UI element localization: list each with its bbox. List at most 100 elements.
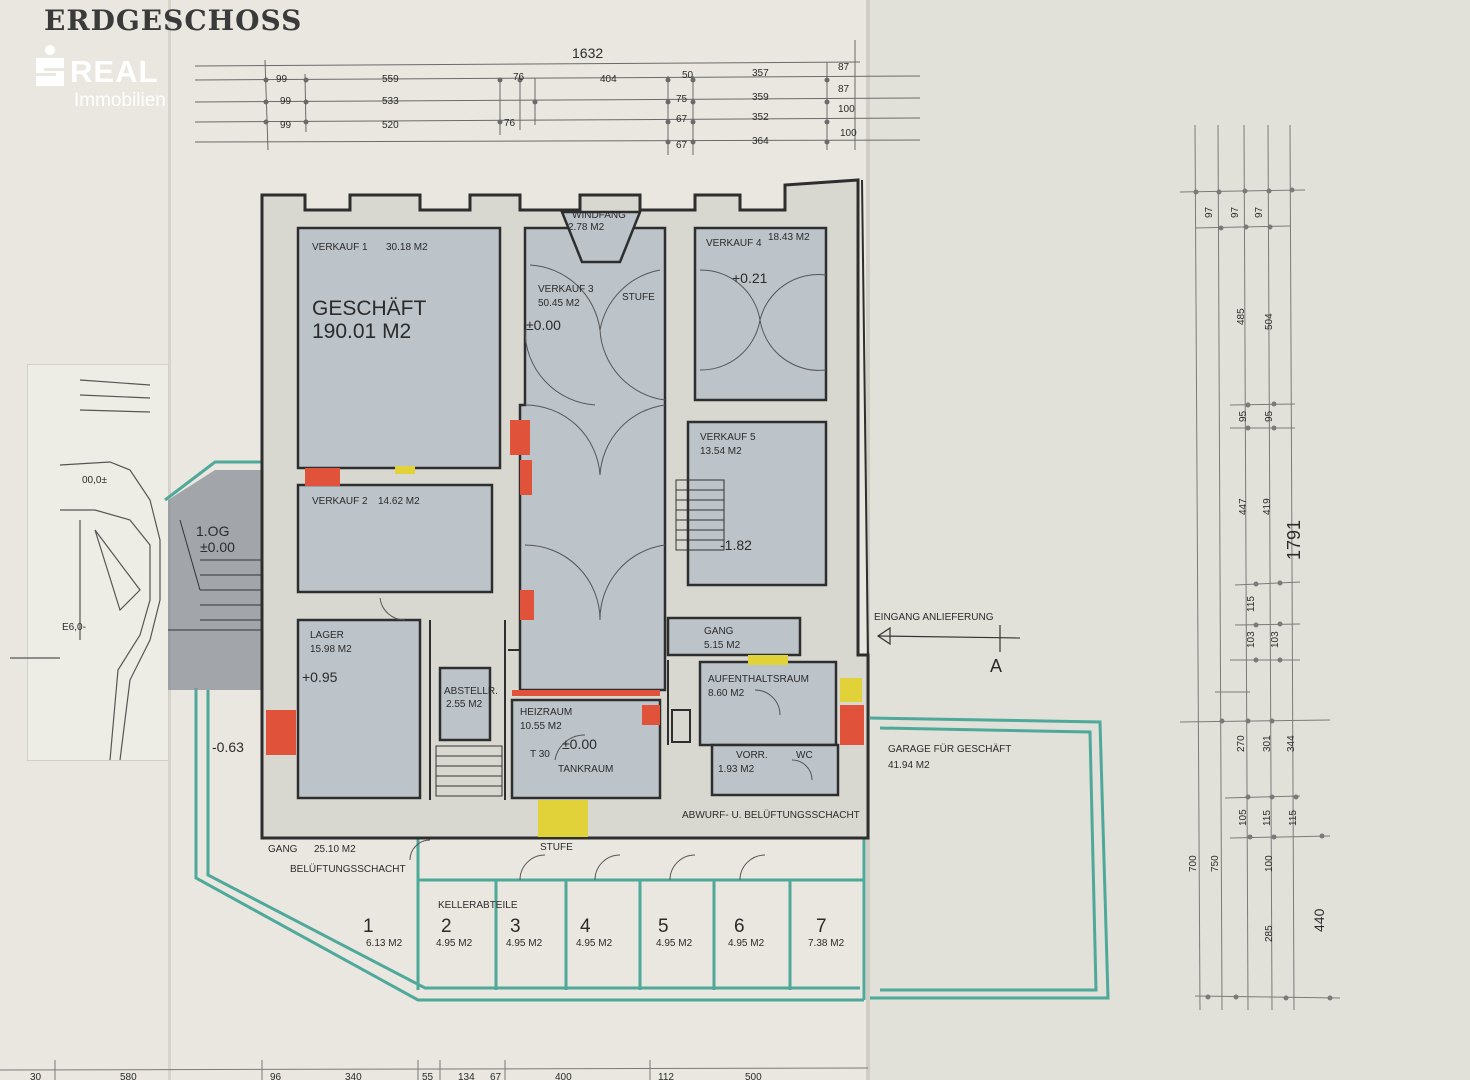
label-verkauf4-area: 18.43 M2	[768, 232, 810, 243]
teal-outline	[164, 460, 1110, 1002]
room-verkauf5	[686, 420, 828, 587]
label-vorr: VORR.	[736, 750, 768, 761]
keller-2-no: 2	[441, 916, 452, 937]
dim-r4-b: 364	[752, 136, 769, 147]
label-tankraum: TANKRAUM	[558, 764, 613, 775]
top-dimension-dots	[263, 77, 830, 145]
dim-right-20: 100	[1264, 855, 1275, 872]
dim-bottom-5: 134	[458, 1072, 475, 1080]
dim-right-7: 447	[1238, 498, 1249, 515]
label-windfang: WINDFANG	[572, 210, 626, 221]
label-lager-level: +0.95	[302, 669, 338, 685]
dim-r2-a: 99	[280, 96, 292, 107]
label-verkauf3-level: ±0.00	[526, 317, 561, 333]
label-gang-bottom: GANG	[268, 844, 298, 855]
label-lueftung-left: BELÜFTUNGSSCHACHT	[290, 863, 406, 875]
dim-r3-b: 520	[382, 120, 399, 131]
dim-right-12: 270	[1236, 735, 1247, 752]
label-abstell: ABSTELLR.	[444, 686, 498, 697]
dim-right-19: 700	[1188, 855, 1199, 872]
label-verkauf5: VERKAUF 5	[700, 432, 756, 443]
stair-hall-shaded	[168, 470, 264, 690]
dim-total-width: 1632	[572, 45, 603, 61]
label-garage: GARAGE FÜR GESCHÄFT	[888, 743, 1011, 755]
dim-r3-c: 76	[504, 118, 516, 129]
label-abstell-area: 2.55 M2	[446, 699, 483, 710]
tracing-level-bottom: E6,0-	[62, 622, 86, 633]
dim-right-13: 301	[1262, 735, 1273, 752]
room-lager	[296, 618, 422, 800]
label-kellerabteile: KELLERABTEILE	[438, 900, 518, 911]
label-stufe-top: STUFE	[622, 292, 655, 303]
dim-right-3: 485	[1236, 308, 1247, 325]
label-lueftung-right: ABWURF- U. BELÜFTUNGSSCHACHT	[682, 809, 860, 821]
tracing-staircase	[10, 379, 161, 761]
label-geschaeft-area: 190.01 M2	[312, 320, 411, 343]
label-verkauf2-area: 14.62 M2	[378, 496, 420, 507]
dim-bottom-1: 580	[120, 1072, 137, 1080]
label-section-a: A	[990, 656, 1002, 676]
label-t30: T 30	[530, 749, 550, 760]
label-og-level: ±0.00	[200, 539, 235, 555]
dim-bottom-7: 400	[555, 1072, 572, 1080]
bottom-dimension-line	[0, 1060, 869, 1080]
dim-right-6: 95	[1264, 410, 1275, 422]
dim-r1-c: 76	[513, 72, 525, 83]
dim-right-1: 97	[1230, 206, 1241, 218]
room-fills	[296, 210, 840, 800]
keller-4-no: 4	[580, 916, 591, 937]
label-og: 1.OG	[196, 523, 229, 539]
label-eingang: EINGANG ANLIEFERUNG	[874, 612, 994, 623]
dim-bottom-3: 340	[345, 1072, 362, 1080]
label-geschaeft: GESCHÄFT	[312, 297, 427, 320]
logo-brand: REAL	[70, 54, 159, 89]
stairs-heizraum	[435, 745, 503, 797]
label-verkauf5-area: 13.54 M2	[700, 446, 742, 457]
dim-r2-b: 533	[382, 96, 399, 107]
keller-5-no: 5	[658, 916, 669, 937]
keller-1-area: 6.13 M2	[366, 938, 403, 949]
dim-bottom-2: 96	[270, 1072, 282, 1080]
dim-r3-e: 352	[752, 112, 769, 123]
label-heizraum: HEIZRAUM	[520, 707, 572, 718]
dim-r1-g: 87	[838, 62, 850, 73]
dim-bottom-9: 500	[745, 1072, 762, 1080]
right-dimension-dots	[1193, 187, 1333, 1001]
label-verkauf1-area: 30.18 M2	[386, 242, 428, 253]
dim-right-11: 103	[1270, 631, 1281, 648]
dim-right-14: 344	[1286, 735, 1297, 752]
label-gang-area: 5.15 M2	[704, 640, 741, 651]
dim-r2-d: 359	[752, 92, 769, 103]
right-sheet	[868, 0, 1470, 1080]
label-windfang-area: 2.78 M2	[568, 222, 605, 233]
dim-r3-d: 67	[676, 114, 688, 125]
label-verkauf3: VERKAUF 3	[538, 284, 594, 295]
label-verkauf5-level: -1.82	[720, 537, 752, 553]
dim-r4-a: 67	[676, 140, 688, 151]
dim-bottom-0: 30	[30, 1072, 42, 1080]
logo-sub: Immobilien	[74, 90, 166, 111]
dim-right-8: 419	[1262, 498, 1273, 515]
dim-r1-f: 357	[752, 68, 769, 79]
dim-r1-a: 99	[276, 74, 288, 85]
dim-r1-e: 50	[682, 70, 694, 81]
label-lager-area: 15.98 M2	[310, 644, 352, 655]
dim-r3-a: 99	[280, 120, 292, 131]
dim-right-9: 115	[1246, 596, 1257, 612]
dim-r1-b: 559	[382, 74, 399, 85]
label-gang-bottom-area: 25.10 M2	[314, 844, 356, 855]
red-markers	[266, 420, 864, 755]
dim-bottom-6: 67	[490, 1072, 502, 1080]
dim-right-0: 97	[1204, 206, 1215, 218]
dim-r2-c: 75	[676, 94, 688, 105]
keller-3-area: 4.95 M2	[506, 938, 543, 949]
label-wc: WC	[796, 750, 813, 761]
dim-right-total: 1791	[1284, 520, 1304, 560]
room-verkauf2	[296, 483, 494, 594]
entrance-arrow	[876, 625, 1021, 652]
room-gang	[666, 616, 802, 657]
dim-right-5: 95	[1238, 410, 1249, 422]
label-verkauf1: VERKAUF 1	[312, 242, 368, 253]
